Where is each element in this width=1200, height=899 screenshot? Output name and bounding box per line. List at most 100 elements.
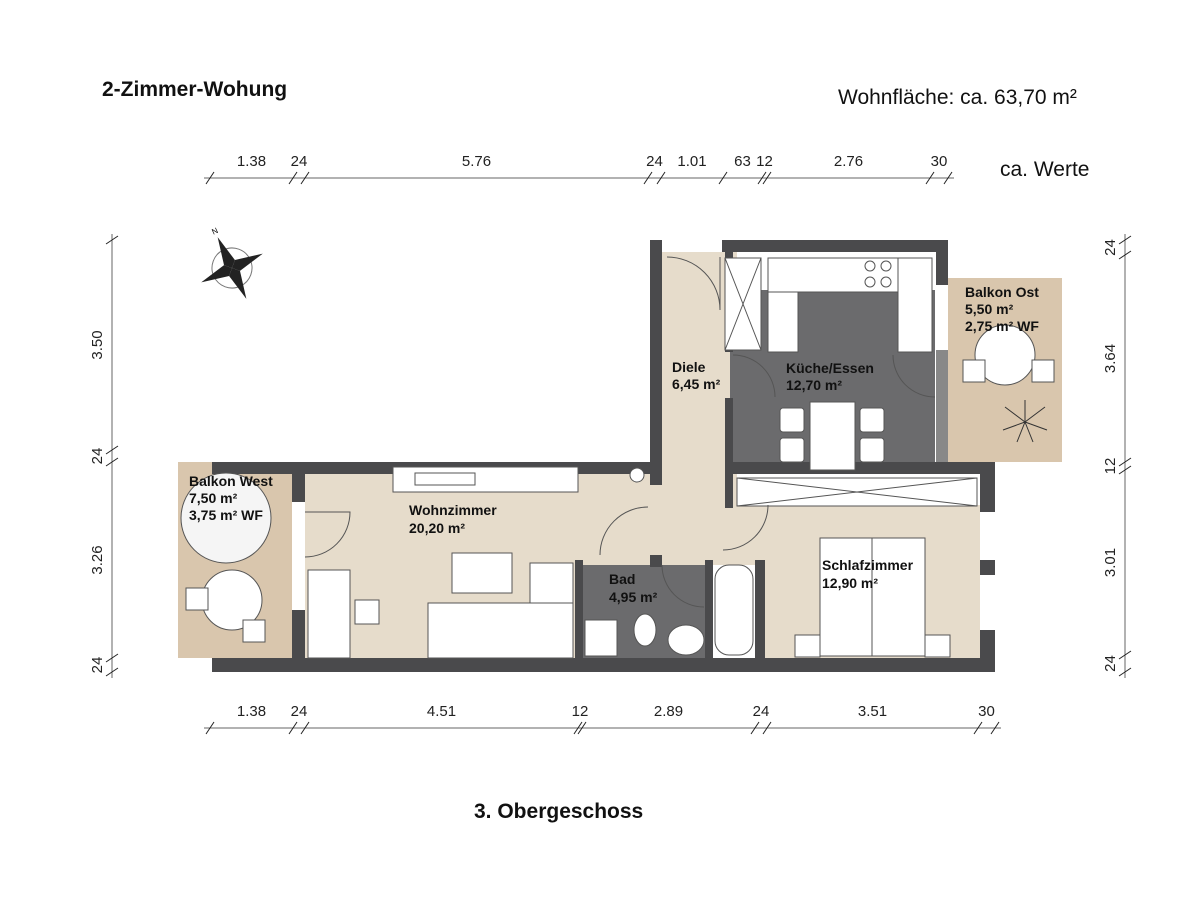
door-swing (722, 504, 769, 551)
wall (980, 560, 995, 575)
wall (575, 560, 583, 660)
door-swing (666, 256, 721, 311)
dimension-tick (990, 721, 1000, 735)
north-label: N (210, 226, 219, 237)
dimension-tick (1118, 457, 1132, 467)
dimension-label: 4.51 (427, 703, 456, 720)
wall (292, 610, 305, 660)
dimension-label: 24 (291, 153, 308, 170)
wall (755, 560, 765, 660)
desk (307, 569, 351, 659)
washer (584, 619, 618, 657)
room-name: Wohnzimmer (409, 502, 497, 518)
dimension-tick (973, 721, 983, 735)
approx-values-note: ca. Werte (1000, 158, 1090, 181)
dimension-label: 24 (89, 448, 106, 465)
dimension-label: 3.01 (1102, 548, 1119, 577)
stove-icon (864, 260, 876, 272)
room-area: 4,95 m² (609, 589, 658, 605)
dimension-label: 3.64 (1102, 344, 1119, 373)
room-name: Küche/Essen (786, 360, 874, 376)
dimension-label: 3.26 (89, 545, 106, 574)
doors (304, 256, 936, 608)
column (629, 467, 645, 483)
wall (212, 658, 995, 672)
dimension-tick (1118, 667, 1132, 677)
dimension-label: 2.76 (834, 153, 863, 170)
room-area: 20,20 m² (409, 520, 465, 536)
dining-table (809, 401, 856, 471)
dimension-tick (205, 171, 215, 185)
dimension-label: 30 (931, 153, 948, 170)
room-name: Balkon West (189, 473, 273, 489)
room-wf: 3,75 m² WF (189, 507, 263, 523)
dimension-tick (656, 171, 666, 185)
dimension-tick (105, 445, 119, 455)
dimension-label: 24 (89, 657, 106, 674)
room-wf: 2,75 m² WF (965, 318, 1039, 334)
plant-icon (1002, 400, 1048, 443)
dimension-label: 12 (1102, 458, 1119, 475)
dimension-tick (750, 721, 760, 735)
dimension-label: 24 (753, 703, 770, 720)
wall (980, 462, 995, 512)
dimension-tick (643, 171, 653, 185)
dimension-label: 1.38 (237, 703, 266, 720)
dimension-tick (105, 653, 119, 663)
toilet (633, 613, 657, 647)
dimension-label: 24 (291, 703, 308, 720)
wardrobe-cross (736, 477, 978, 507)
page-title: 2-Zimmer-Wohung (102, 78, 288, 101)
dimension-tick (757, 171, 767, 185)
parasol (180, 472, 272, 564)
wall (936, 240, 948, 285)
room-area: 5,50 m² (965, 301, 1014, 317)
room-area: 12,70 m² (786, 377, 842, 393)
compass-icon: N (201, 226, 263, 299)
living-area: Wohnfläche: ca. 63,70 m² (838, 86, 1077, 109)
dimension-tick (1118, 650, 1132, 660)
room-name: Diele (672, 359, 706, 375)
chair (354, 599, 380, 625)
furniture (180, 257, 1055, 659)
wall (980, 630, 995, 672)
dimension-tick (288, 721, 298, 735)
counter (897, 257, 933, 353)
dimension-label: 24 (646, 153, 663, 170)
dimension-tick (1118, 250, 1132, 260)
window (936, 350, 948, 465)
room-name: Balkon Ost (965, 284, 1039, 300)
counter (767, 257, 899, 293)
dimension-tick (105, 457, 119, 467)
balcony-table (974, 324, 1036, 386)
dimension-tick (943, 171, 953, 185)
washbasin (667, 624, 705, 656)
dimension-tick (300, 721, 310, 735)
dimension-tick (205, 721, 215, 735)
dimension-label: 5.76 (462, 153, 491, 170)
room-area: 7,50 m² (189, 490, 238, 506)
dimension-label: 2.89 (654, 703, 683, 720)
dimension-label: 24 (1102, 655, 1119, 672)
dimension-tick (762, 721, 772, 735)
floor-label: 3. Obergeschoss (474, 800, 644, 823)
sink (767, 291, 799, 353)
wall (650, 240, 662, 485)
wall (292, 462, 305, 502)
room-name: Bad (609, 571, 635, 587)
dimension-label: 12 (756, 153, 773, 170)
wall (722, 240, 948, 252)
room-name: Schlafzimmer (822, 557, 914, 573)
dimension-tick (762, 171, 772, 185)
dimension-label: 1.01 (677, 153, 706, 170)
dimension-tick (1118, 465, 1132, 475)
dimension-tick (300, 171, 310, 185)
dimension-tick (925, 171, 935, 185)
dimension-label: 1.38 (237, 153, 266, 170)
dimension-tick (577, 721, 587, 735)
dimension-tick (1118, 235, 1132, 245)
dimension-label: 24 (1102, 239, 1119, 256)
dimension-label: 30 (978, 703, 995, 720)
bathtub (714, 564, 754, 656)
